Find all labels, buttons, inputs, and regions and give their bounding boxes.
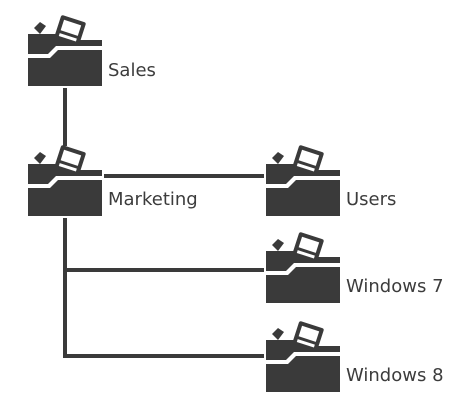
node-label-windows8: Windows 8 — [346, 365, 444, 386]
connector-marketing-trunk — [63, 218, 67, 358]
node-label-sales: Sales — [108, 60, 156, 81]
connector-sales-marketing — [63, 88, 67, 146]
connector-marketing-windows7 — [63, 268, 264, 272]
node-marketing: Marketing — [26, 144, 198, 224]
node-users: Users — [264, 144, 424, 224]
node-label-marketing: Marketing — [108, 189, 198, 210]
node-windows7: Windows 7 — [264, 231, 444, 311]
folder-icon — [26, 144, 104, 216]
folder-icon — [264, 320, 342, 392]
connector-marketing-users — [104, 174, 264, 178]
connector-marketing-windows8 — [63, 354, 264, 358]
node-label-windows7: Windows 7 — [346, 276, 444, 297]
node-sales: Sales — [26, 14, 186, 94]
node-label-users: Users — [346, 189, 397, 210]
folder-icon — [26, 14, 104, 86]
folder-icon — [264, 231, 342, 303]
node-windows8: Windows 8 — [264, 320, 444, 400]
folder-icon — [264, 144, 342, 216]
